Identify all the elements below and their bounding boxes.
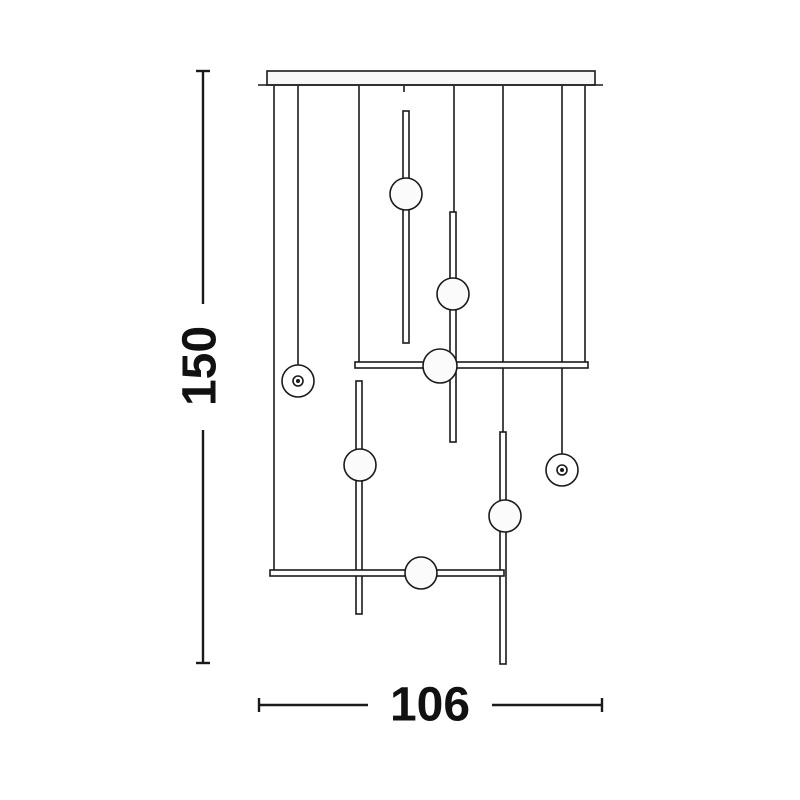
width-label: 106 <box>390 679 470 732</box>
glass-globe <box>422 348 458 384</box>
disc-pendant <box>281 364 315 398</box>
glass-globe <box>343 448 377 482</box>
light-bar <box>269 569 505 577</box>
disc-pendant <box>545 453 579 487</box>
light-rod <box>355 380 363 615</box>
light-rod <box>402 110 410 344</box>
width-dimension <box>257 698 604 712</box>
glass-globe <box>436 277 470 311</box>
height-dimension <box>196 69 210 665</box>
glass-globe <box>488 499 522 533</box>
light-rod <box>499 431 507 665</box>
light-bar <box>354 361 589 369</box>
glass-globe <box>389 177 423 211</box>
glass-globe <box>404 556 438 590</box>
height-label: 150 <box>174 326 227 406</box>
ceiling-canopy <box>266 70 596 86</box>
light-rod <box>449 211 457 443</box>
pendant-lamp <box>258 70 603 665</box>
